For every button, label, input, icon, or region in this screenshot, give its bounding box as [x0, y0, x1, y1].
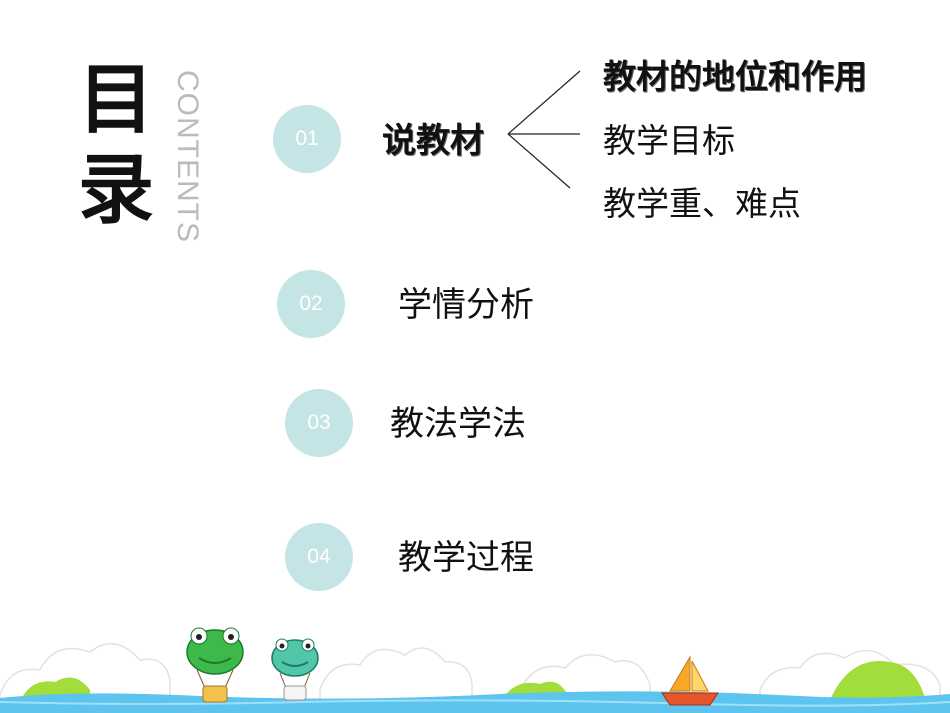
frog-balloon-icon [186, 627, 244, 703]
section-number: 01 [295, 127, 319, 150]
contents-label: CONTENTS [170, 70, 204, 250]
subitem[interactable]: 教材的地位和作用 [603, 57, 867, 96]
subitem[interactable]: 教学重、难点 [603, 184, 801, 223]
section-number-circle[interactable]: 04 [285, 523, 353, 591]
section-number-circle[interactable]: 01 [273, 105, 341, 173]
section-label[interactable]: 学情分析 [398, 285, 534, 325]
title-char-1: 目 [78, 55, 154, 144]
frog-balloon-icon [271, 638, 319, 701]
bottom-decoration [0, 627, 950, 713]
section-number: 02 [299, 292, 323, 315]
section-number: 04 [307, 545, 331, 568]
title-char-2: 录 [78, 145, 154, 234]
section-label[interactable]: 说教材 [382, 121, 484, 161]
sailboat-icon [661, 655, 719, 706]
section-number: 03 [307, 411, 331, 434]
section-label[interactable]: 教法学法 [390, 404, 526, 444]
bracket-lines [507, 70, 581, 189]
section-number-circle[interactable]: 02 [277, 270, 345, 338]
section-number-circle[interactable]: 03 [285, 389, 353, 457]
cloud-icon [319, 647, 473, 701]
contents-text: CONTENTS [171, 70, 204, 243]
subitem[interactable]: 教学目标 [603, 121, 735, 160]
section-label[interactable]: 教学过程 [398, 538, 534, 578]
